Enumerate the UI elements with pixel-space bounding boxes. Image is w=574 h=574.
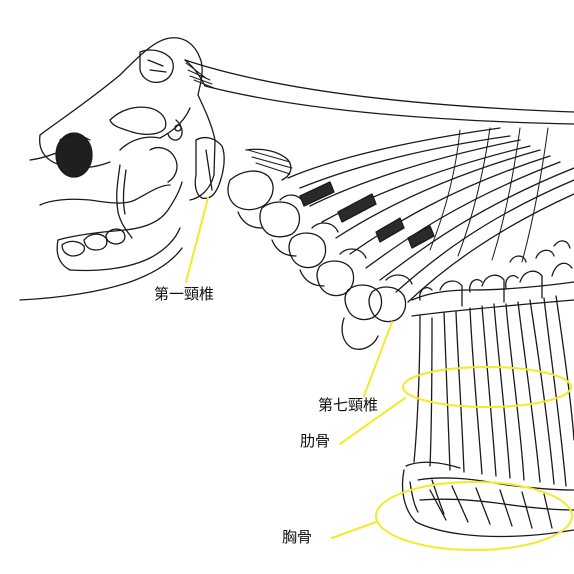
rib-highlight-ellipse [402,366,572,408]
ribs [413,274,574,487]
skull [19,37,216,301]
cervical-vertebrae [194,136,413,350]
sternum-highlight-ellipse [375,481,573,551]
highlights [185,197,573,551]
label-rib: 肋骨 [300,432,331,450]
c7-leader-line [363,321,393,397]
label-sternum: 胸骨 [282,528,313,546]
rib-leader-line [339,397,406,445]
label-seventh-cervical-vertebra: 第七頸椎 [318,396,379,414]
sternum-leader-line [331,521,377,539]
thoracic-vertebrae [411,240,574,317]
sternum-structure [401,461,574,538]
atlas-leader-line [185,197,209,283]
label-first-cervical-vertebra: 第一頸椎 [154,285,215,303]
nuchal-ligament [184,59,574,125]
thoracic-spines [287,127,574,303]
